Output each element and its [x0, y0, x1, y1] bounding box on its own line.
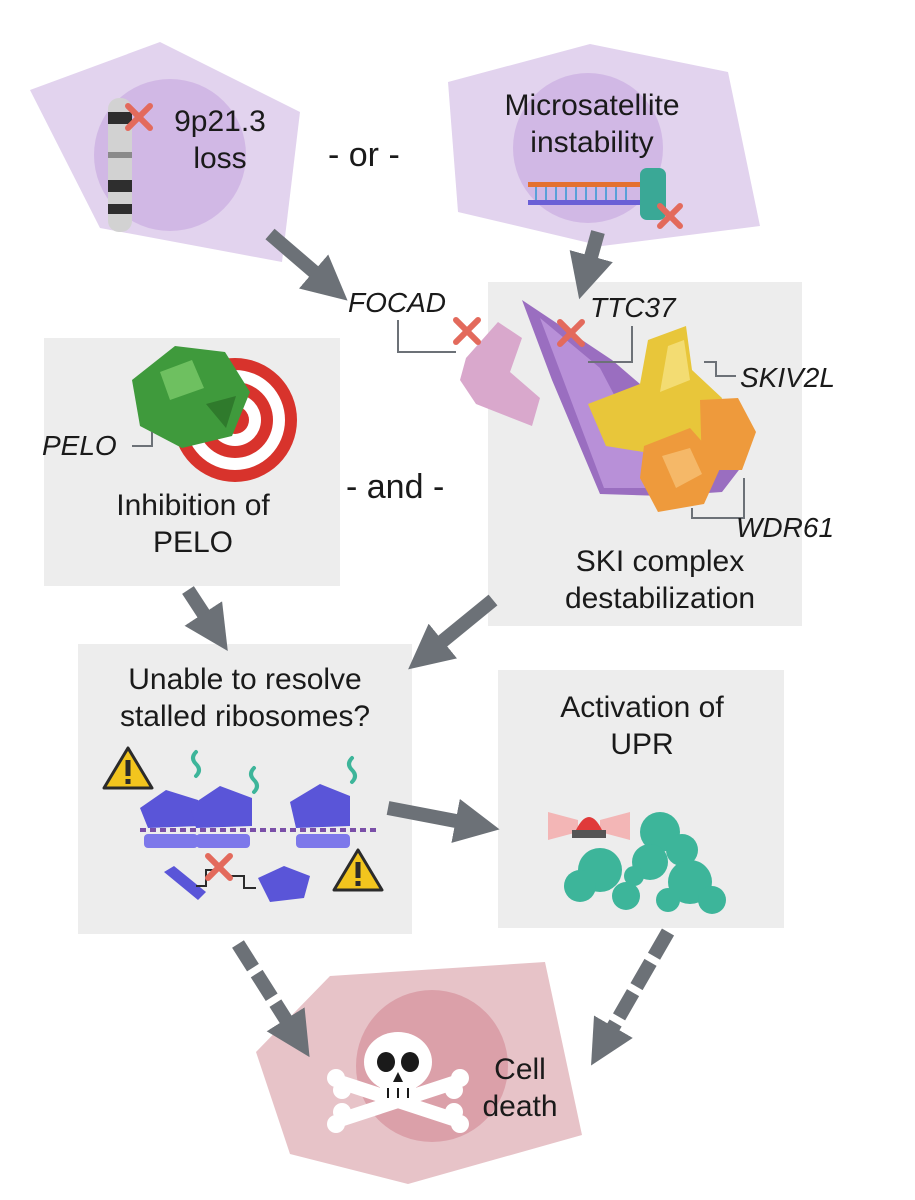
msi-label-line2: instability — [530, 125, 654, 159]
chr-loss-label-line1: 9p21.3 — [174, 105, 266, 138]
ski-complex-icon — [522, 300, 756, 512]
ski-label: SKI complex destabilization — [540, 544, 780, 617]
skiv2l-gene-label: SKIV2L — [740, 362, 835, 393]
arrow-stall-to-upr — [386, 798, 500, 843]
chr-loss-label-line2: loss — [193, 141, 247, 175]
pelo-label-line2: PELO — [152, 525, 234, 559]
upr-panel — [498, 670, 784, 928]
pelo-leader-line — [132, 432, 153, 447]
upr-label: Activation of UPR — [520, 690, 764, 763]
arrow-stall-to-death — [232, 940, 310, 1058]
wdr61-leader-line — [691, 478, 745, 519]
warning-icon — [332, 848, 384, 892]
arrow-pelo-to-stall — [182, 586, 228, 652]
msi-label-line1: Microsatellite — [504, 89, 680, 122]
focad-protein-icon — [453, 317, 540, 426]
ski-label-line1: SKI complex — [575, 545, 745, 578]
death-label-line1: Cell — [494, 1053, 546, 1086]
death-label-line2: death — [482, 1089, 558, 1123]
stall-label-line2: stalled ribosomes? — [119, 699, 371, 733]
deletion-cross-icon — [125, 103, 153, 131]
focad-gene-label: FOCAD — [348, 287, 446, 318]
chromosome-icon — [108, 98, 132, 232]
upr-label-line2: UPR — [610, 727, 674, 761]
ski-label-line2: destabilization — [564, 581, 756, 615]
pelo-label-line1: Inhibition of — [116, 489, 270, 522]
arrow-ski-to-stall — [408, 594, 498, 670]
death-label: Cell death — [470, 1052, 570, 1125]
and-connector: - and - — [346, 468, 445, 506]
flow-arrows — [182, 228, 675, 1066]
skull-icon — [327, 1032, 469, 1133]
warning-icon — [102, 746, 154, 790]
upr-label-line1: Activation of — [560, 691, 724, 724]
protein-aggregate-icon — [564, 812, 726, 914]
stalled-ribosomes-icon — [140, 750, 378, 902]
arrow-chrloss-to-focad — [265, 228, 348, 301]
stall-label: Unable to resolve stalled ribosomes? — [84, 662, 406, 735]
pelo-label: Inhibition of PELO — [64, 488, 322, 561]
arrow-msi-to-ttc37 — [569, 230, 613, 300]
skiv2l-leader-line — [704, 361, 736, 377]
ttc37-gene-label: TTC37 — [590, 292, 676, 323]
arrow-upr-to-death — [591, 928, 675, 1066]
ttc37-leader-line — [588, 326, 633, 363]
pelo-gene-label: PELO — [42, 430, 117, 461]
chr-loss-label: 9p21.3 loss — [150, 104, 290, 177]
alarm-icon — [548, 812, 630, 840]
stall-label-line1: Unable to resolve — [128, 663, 362, 696]
wdr61-gene-label: WDR61 — [736, 512, 835, 543]
dna-mismatch-icon — [528, 168, 683, 229]
pelo-protein-icon — [132, 346, 250, 448]
or-connector: - or - — [328, 136, 400, 174]
focad-leader-line — [397, 320, 456, 353]
msi-label: Microsatellite instability — [478, 88, 706, 161]
